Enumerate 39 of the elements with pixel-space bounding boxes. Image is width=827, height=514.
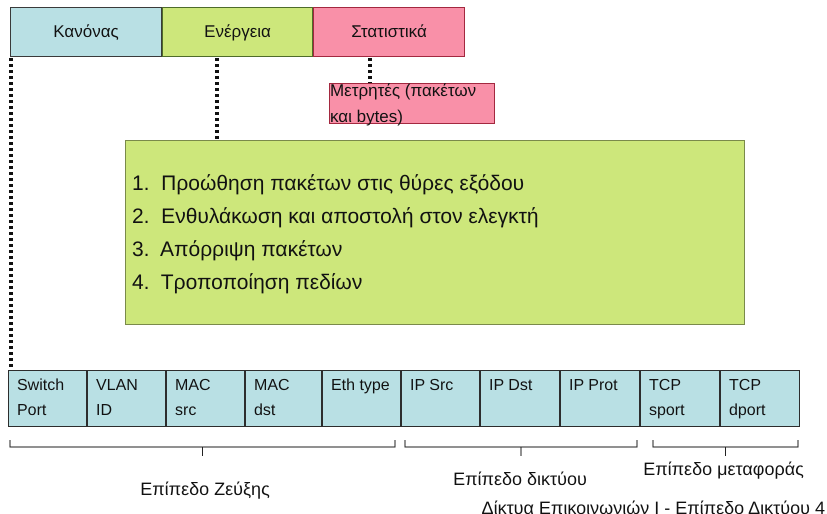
field-name: Eth type xyxy=(331,376,391,396)
field-name: IP Prot xyxy=(569,376,619,396)
header-field-cell xyxy=(245,370,322,427)
box-label: Στατιστικά xyxy=(351,21,427,44)
field-name: Switch Port xyxy=(17,376,66,421)
list-item: 3. Απόρριψη πακέτων xyxy=(132,236,344,262)
dotted-connector xyxy=(9,58,13,370)
header-field-cell xyxy=(560,370,640,427)
list-item: 1. Προώθηση πακέτων στις θύρες εξόδου xyxy=(132,170,526,196)
header-field-cell xyxy=(166,370,245,427)
layer-label: Επίπεδο μεταφοράς xyxy=(642,458,805,481)
statistics-box xyxy=(313,7,465,57)
box-label: Κανόνας xyxy=(53,21,119,44)
header-field-cell xyxy=(720,370,800,427)
field-name: TCP dport xyxy=(729,376,766,421)
header-field-cell xyxy=(8,370,87,427)
list-item: 2. Ενθυλάκωση και αποστολή στον ελεγκτή xyxy=(132,204,540,230)
list-item: 4. Τροποποίηση πεδίων xyxy=(132,270,364,296)
header-field-cell xyxy=(401,370,480,427)
footer-text: Δίκτυα Επικοινωνιών Ι - Επίπεδο Δικτύου 4 xyxy=(480,497,826,514)
field-name: IP Dst xyxy=(489,376,534,396)
layer-label: Επίπεδο δικτύου xyxy=(452,468,588,491)
actions-list-box xyxy=(125,140,745,325)
box-label: Μετρητές (πακέτων και bytes) xyxy=(330,80,478,128)
field-name: IP Src xyxy=(410,376,454,396)
box-label: Ενέργεια xyxy=(204,21,271,44)
field-name: MAC src xyxy=(175,376,212,421)
header-field-cell xyxy=(640,370,720,427)
action-box xyxy=(162,7,313,57)
header-field-cell xyxy=(322,370,401,427)
layer-label: Επίπεδο Ζεύξης xyxy=(139,478,271,501)
dotted-connector xyxy=(368,58,372,83)
header-field-cell xyxy=(480,370,560,427)
field-name: VLAN ID xyxy=(96,376,139,421)
statistics-box xyxy=(329,83,495,124)
dotted-connector xyxy=(215,58,219,140)
header-field-cell xyxy=(87,370,166,427)
field-name: TCP sport xyxy=(649,376,686,421)
field-name: MAC dst xyxy=(254,376,291,421)
